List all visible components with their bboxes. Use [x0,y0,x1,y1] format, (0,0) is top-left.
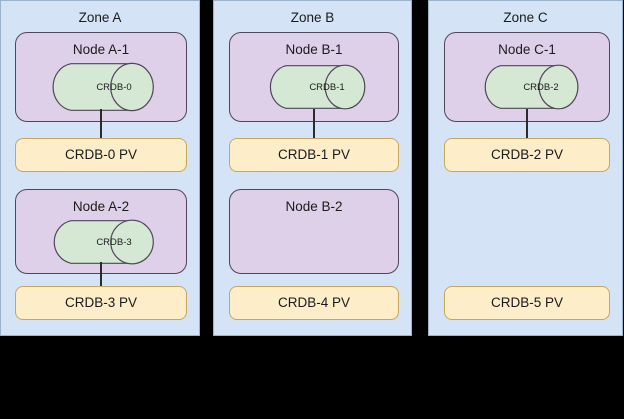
zone-a: Zone A Node A-1 CRDB-0 CRDB-0 PV Node A-… [0,0,200,336]
crdb-2-pv[interactable]: CRDB-2 PV [444,138,610,172]
crdb-2-cylinder[interactable]: CRDB-2 [481,64,579,110]
crdb-5-pv-label: CRDB-5 PV [490,295,563,310]
node-b-2-title: Node B-2 [285,199,343,214]
crdb-1-pv-label: CRDB-1 PV [277,147,350,162]
crdb-2-pv-label: CRDB-2 PV [490,147,563,162]
node-b-2[interactable]: Node B-2 [229,189,399,274]
node-b-1-title: Node B-1 [285,42,343,57]
zone-b-title: Zone B [290,10,335,25]
connector-crdb-1 [313,109,315,139]
node-a-2-title: Node A-2 [72,199,130,214]
node-c-1[interactable]: Node C-1 CRDB-2 [444,32,610,122]
node-a-1-title: Node A-1 [72,42,130,57]
zone-b: Zone B Node B-1 CRDB-1 CRDB-1 PV Node B-… [213,0,412,336]
zone-c: Zone C Node C-1 CRDB-2 CRDB-2 PV CRDB-5 … [428,0,623,336]
connector-crdb-3 [100,262,102,288]
connector-crdb-2 [526,109,528,139]
node-c-1-title: Node C-1 [498,42,556,57]
zone-a-title: Zone A [78,10,122,25]
crdb-4-pv[interactable]: CRDB-4 PV [229,286,399,320]
crdb-1-cylinder[interactable]: CRDB-1 [266,64,366,110]
crdb-4-pv-label: CRDB-4 PV [277,295,350,310]
zone-c-title: Zone C [503,10,548,25]
node-a-2[interactable]: Node A-2 CRDB-3 [15,189,187,274]
node-b-1[interactable]: Node B-1 CRDB-1 [229,32,399,122]
crdb-1-pv[interactable]: CRDB-1 PV [229,138,399,172]
crdb-0-pv-label: CRDB-0 PV [64,147,137,162]
connector-crdb-0 [100,109,102,139]
crdb-5-pv[interactable]: CRDB-5 PV [444,286,610,320]
crdb-3-pv-label: CRDB-3 PV [64,295,137,310]
node-a-1[interactable]: Node A-1 CRDB-0 [15,32,187,122]
crdb-3-cylinder[interactable]: CRDB-3 [49,219,154,265]
crdb-0-cylinder[interactable]: CRDB-0 [49,62,154,112]
crdb-3-pv[interactable]: CRDB-3 PV [15,286,187,320]
crdb-0-pv[interactable]: CRDB-0 PV [15,138,187,172]
